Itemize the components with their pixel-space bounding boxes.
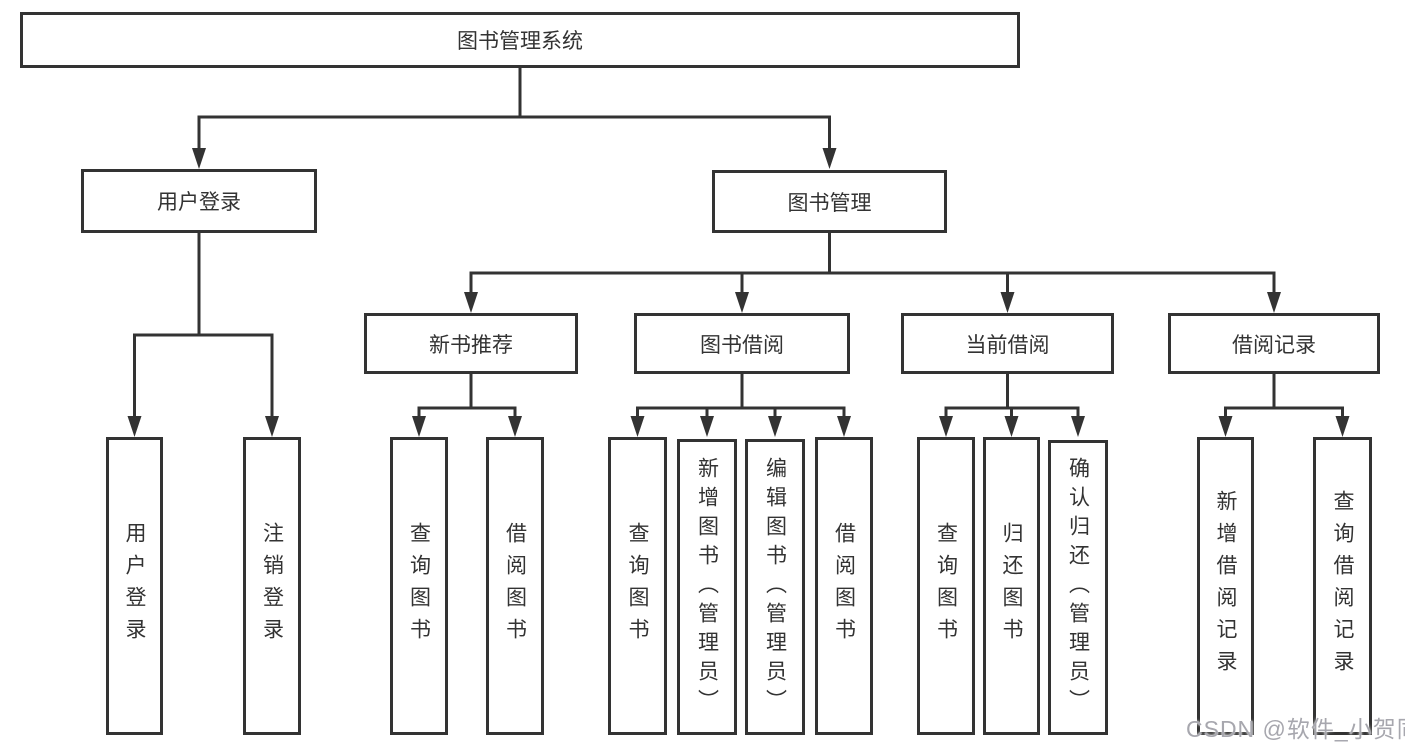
leaf-confirm-return-admin: 确认归还（管理员） — [1048, 440, 1108, 735]
leaf-add-borrow-record: 新增借阅记录 — [1197, 437, 1254, 735]
node-book-management: 图书管理 — [712, 170, 947, 233]
leaf-edit-book-admin: 编辑图书（管理员） — [745, 439, 805, 735]
leaf-borrow-books-recommend: 借阅图书 — [486, 437, 544, 735]
leaf-query-books-borrow: 查询图书 — [608, 437, 667, 735]
csdn-watermark: CSDN @软件_小贺同学 — [1186, 716, 1405, 742]
leaf-add-book-admin: 新增图书（管理员） — [677, 439, 737, 735]
node-user-login: 用户登录 — [81, 169, 317, 233]
leaf-query-books-recommend: 查询图书 — [390, 437, 448, 735]
node-new-book-recommendation: 新书推荐 — [364, 313, 578, 374]
node-current-borrowing: 当前借阅 — [901, 313, 1114, 374]
leaf-return-book: 归还图书 — [983, 437, 1040, 735]
node-book-borrowing: 图书借阅 — [634, 313, 850, 374]
leaf-logout: 注销登录 — [243, 437, 301, 735]
node-library-management-system: 图书管理系统 — [20, 12, 1020, 68]
node-borrowing-records: 借阅记录 — [1168, 313, 1380, 374]
leaf-query-borrow-record: 查询借阅记录 — [1313, 437, 1372, 735]
leaf-user-login: 用户登录 — [106, 437, 163, 735]
leaf-query-books-current: 查询图书 — [917, 437, 975, 735]
leaf-borrow-books-borrow: 借阅图书 — [815, 437, 873, 735]
